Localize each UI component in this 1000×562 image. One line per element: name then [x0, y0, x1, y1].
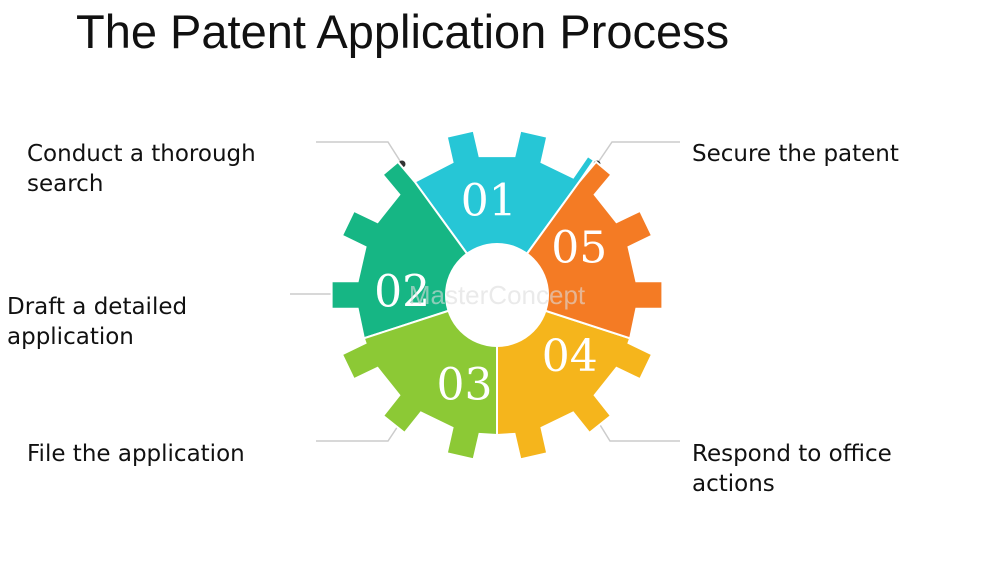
- step-number-01: 01: [461, 175, 517, 226]
- step-label-01: Conduct a thorough search: [27, 141, 256, 197]
- connector-line-04: [596, 419, 680, 442]
- step-label-05: Secure the patent: [692, 141, 899, 167]
- step-number-05: 05: [551, 223, 607, 274]
- step-label-03: File the application: [27, 441, 245, 467]
- step-number-04: 04: [542, 331, 598, 382]
- step-label-04: Respond to office actions: [692, 441, 892, 497]
- step-number-03: 03: [437, 359, 493, 410]
- connector-line-05: [596, 141, 680, 165]
- watermark-text: MasterConcept: [409, 280, 586, 310]
- step-label-02: Draft a detailed application: [7, 294, 188, 350]
- page-title: The Patent Application Process: [76, 5, 730, 58]
- gear-center-hole: [445, 243, 549, 347]
- step-number-02: 02: [374, 267, 430, 318]
- connector-line-01: [316, 141, 403, 165]
- connector-line-03: [316, 419, 403, 442]
